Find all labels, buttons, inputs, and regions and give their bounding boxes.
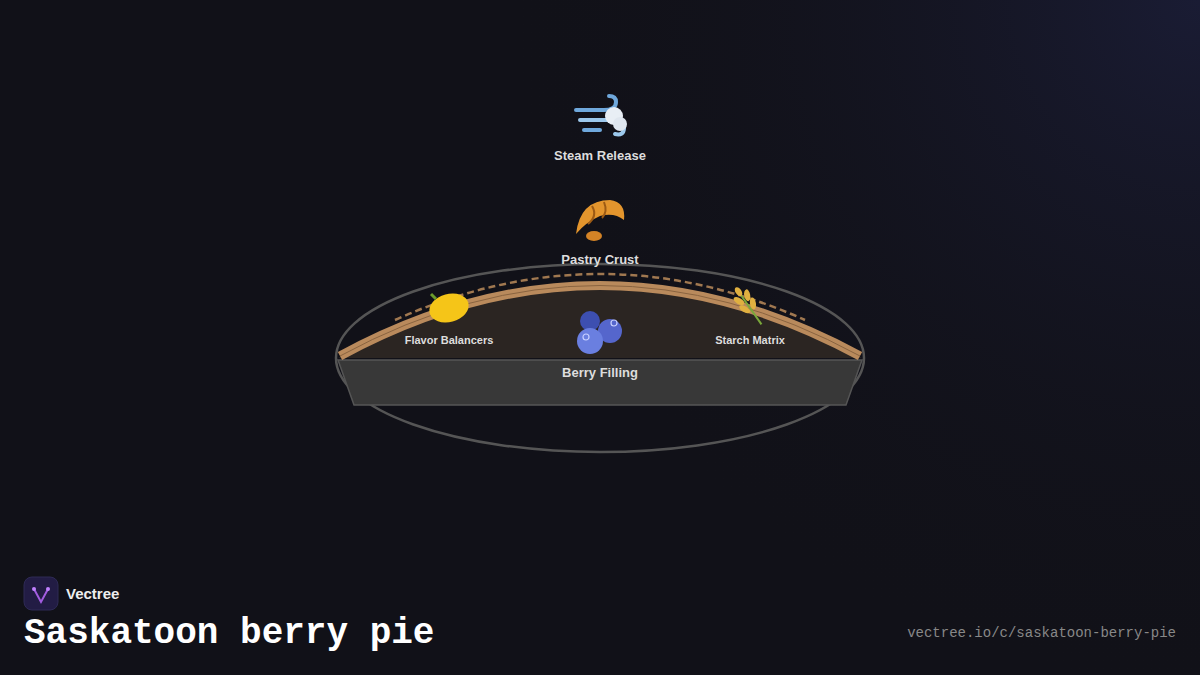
brand-name: Vectree <box>66 585 119 602</box>
title: Saskatoon berry pie <box>24 613 434 654</box>
ingredient-label: Flavor Balancers <box>405 334 494 346</box>
source-url: vectree.io/c/saskatoon-berry-pie <box>907 625 1176 641</box>
layer-label: Berry Filling <box>562 365 638 380</box>
layer-label: Steam Release <box>554 148 646 163</box>
layer-label: Pastry Crust <box>561 252 638 267</box>
ingredient-label: Starch Matrix <box>715 334 785 346</box>
